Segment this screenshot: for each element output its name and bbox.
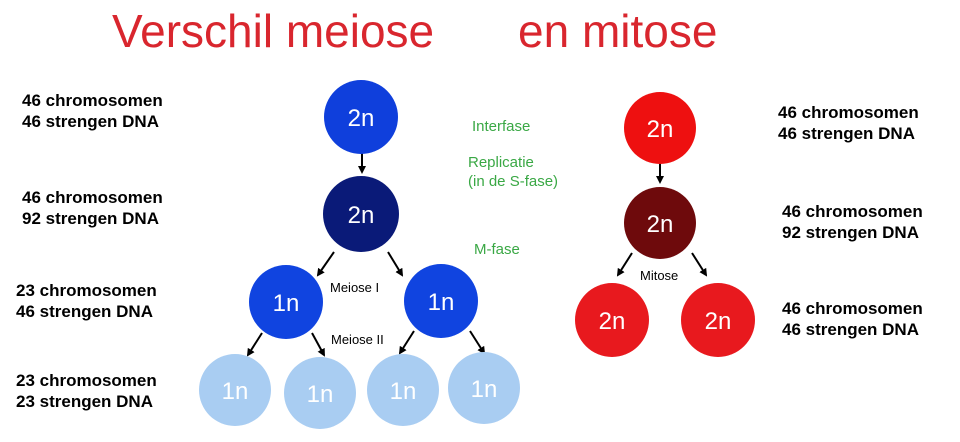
cell-ploidy-label: 2n	[647, 116, 674, 143]
arrow-mitosis-right	[691, 252, 708, 277]
meiosis-label-stage-3: 23 chromosomen 46 strengen DNA	[16, 280, 157, 322]
chromosome-count: 46 chromosomen	[22, 188, 163, 207]
cell-body	[249, 265, 323, 339]
cell-body	[575, 283, 649, 357]
mitosis-label-stage-2: 46 chromosomen 92 strengen DNA	[782, 201, 923, 243]
phase-m-fase: M-fase	[474, 241, 520, 258]
cell-ploidy-label: 2n	[348, 202, 375, 229]
cell-ploidy-label: 2n	[647, 211, 674, 238]
title-meiosis: Verschil meiose	[112, 5, 435, 57]
cell-meiosis1-right: 1n	[404, 264, 478, 338]
dna-strand-count: 46 strengen DNA	[22, 112, 159, 131]
chromosome-count: 46 chromosomen	[782, 202, 923, 221]
cell-body	[284, 357, 356, 429]
cell-ploidy-label: 1n	[390, 378, 417, 405]
cell-ploidy-label: 1n	[273, 290, 300, 317]
cell-body	[448, 352, 520, 424]
step-meiosis-2: Meiose II	[331, 332, 384, 347]
mitosis-label-stage-3: 46 chromosomen 46 strengen DNA	[782, 298, 923, 340]
cell-ploidy-label: 1n	[222, 378, 249, 405]
arrow-meiosis2-1	[246, 332, 263, 357]
cell-meiosis2-2: 1n	[284, 357, 356, 429]
cell-mitosis-replicated: 2n	[624, 187, 696, 259]
cell-meiosis2-4: 1n	[448, 352, 520, 424]
cell-ploidy-label: 1n	[307, 381, 334, 408]
cell-meiosis-replicated: 2n	[323, 176, 399, 252]
dna-strand-count: 92 strengen DNA	[782, 223, 919, 242]
dna-strand-count: 92 strengen DNA	[22, 209, 159, 228]
cell-body	[624, 92, 696, 164]
cell-meiosis1-left: 1n	[249, 265, 323, 339]
mitosis-label-stage-1: 46 chromosomen 46 strengen DNA	[778, 102, 919, 144]
arrow-meiosis1-right	[387, 251, 404, 277]
cell-body	[367, 354, 439, 426]
cell-ploidy-label: 1n	[428, 289, 455, 316]
cell-meiosis2-1: 1n	[199, 354, 271, 426]
cell-body	[199, 354, 271, 426]
phase-replication-line-2: (in de S-fase)	[468, 173, 559, 190]
meiosis-label-stage-1: 46 chromosomen 46 strengen DNA	[22, 90, 163, 132]
dna-strand-count: 46 strengen DNA	[778, 124, 915, 143]
phase-replication: Replicatie (in de S-fase)	[468, 153, 558, 191]
cell-ploidy-label: 2n	[348, 105, 375, 132]
dna-strand-count: 46 strengen DNA	[16, 302, 153, 321]
cell-mitosis-start: 2n	[624, 92, 696, 164]
cell-ploidy-label: 2n	[705, 308, 732, 335]
phase-replication-line-1: Replicatie	[468, 154, 534, 171]
arrow-mitosis-left	[616, 252, 633, 277]
title-mitosis: en mitose	[518, 5, 718, 57]
cell-meiosis2-3: 1n	[367, 354, 439, 426]
arrow-meiosis2-2	[311, 332, 325, 357]
step-meiosis-1: Meiose I	[330, 280, 380, 295]
chromosome-count: 23 chromosomen	[16, 371, 157, 390]
chromosome-count: 46 chromosomen	[782, 299, 923, 318]
cell-body	[624, 187, 696, 259]
cell-meiosis-start: 2n	[324, 80, 398, 154]
arrow-meiosis2-3	[398, 330, 415, 355]
cell-body	[324, 80, 398, 154]
step-mitosis: Mitose	[640, 268, 679, 283]
chromosome-count: 46 chromosomen	[778, 103, 919, 122]
meiosis-label-stage-2: 46 chromosomen 92 strengen DNA	[22, 187, 163, 229]
cell-body	[681, 283, 755, 357]
chromosome-count: 46 chromosomen	[22, 91, 163, 110]
meiosis-label-stage-4: 23 chromosomen 23 strengen DNA	[16, 370, 157, 412]
arrow-meiosis2-4	[469, 330, 486, 355]
arrow-meiosis1-left	[316, 251, 335, 277]
cell-mitosis-left: 2n	[575, 283, 649, 357]
phase-interfase: Interfase	[472, 118, 531, 135]
dna-strand-count: 23 strengen DNA	[16, 392, 153, 411]
cell-ploidy-label: 1n	[471, 376, 498, 403]
cell-body	[323, 176, 399, 252]
cell-ploidy-label: 2n	[599, 308, 626, 335]
chromosome-count: 23 chromosomen	[16, 281, 157, 300]
cell-body	[404, 264, 478, 338]
cell-mitosis-right: 2n	[681, 283, 755, 357]
dna-strand-count: 46 strengen DNA	[782, 320, 919, 339]
